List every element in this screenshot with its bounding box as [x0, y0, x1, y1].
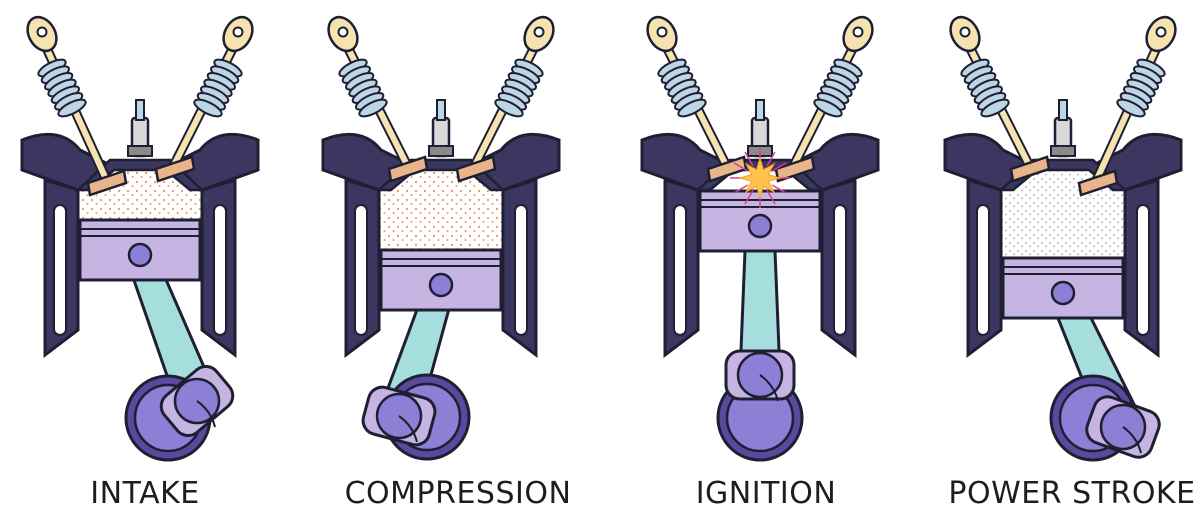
valve-spring: [1115, 56, 1167, 119]
caption-intake: INTAKE: [60, 474, 230, 514]
valve-spring: [812, 56, 864, 119]
valve-spring: [493, 56, 545, 119]
spark-plug-terminal: [1059, 100, 1067, 120]
spark-plug-terminal: [136, 100, 144, 120]
cooling-slot-left: [977, 205, 989, 335]
spark-plug-terminal: [756, 100, 764, 120]
cooling-slot-right: [1137, 205, 1149, 335]
spark-flash: [740, 158, 780, 198]
cylinder-power: [945, 12, 1182, 461]
piston-pin: [749, 215, 771, 237]
caption-ignition: IGNITION: [676, 474, 856, 514]
spark-plug-terminal: [437, 100, 445, 120]
rocker-hole: [535, 28, 544, 37]
spark-plug-hex: [429, 146, 453, 156]
spark-plug-hex: [128, 146, 152, 156]
cooling-slot-left: [674, 205, 686, 335]
valve-spring: [656, 56, 708, 119]
cooling-slot-right: [214, 205, 226, 335]
valve-spring: [959, 56, 1011, 119]
cylinder-ignition: [642, 12, 879, 460]
valve-spring: [337, 56, 389, 119]
rocker-hole: [1157, 28, 1166, 37]
valve-spring: [192, 56, 244, 119]
cooling-slot-right: [515, 205, 527, 335]
rocker-hole: [854, 28, 863, 37]
piston-pin: [1052, 282, 1074, 304]
valve-spring: [36, 56, 88, 119]
rocker-hole: [339, 28, 348, 37]
caption-compression: COMPRESSION: [318, 474, 598, 514]
rocker-hole: [234, 28, 243, 37]
caption-power-stroke: POWER STROKE: [942, 474, 1202, 514]
piston-pin: [129, 244, 151, 266]
cooling-slot-left: [54, 205, 66, 335]
cylinder-intake: [22, 12, 259, 460]
spark-plug-hex: [1051, 146, 1075, 156]
cylinder-compression: [323, 12, 560, 459]
cooling-slot-right: [834, 205, 846, 335]
cooling-slot-left: [355, 205, 367, 335]
piston-pin: [430, 274, 452, 296]
rocker-hole: [961, 28, 970, 37]
rocker-hole: [658, 28, 667, 37]
rocker-hole: [38, 28, 47, 37]
